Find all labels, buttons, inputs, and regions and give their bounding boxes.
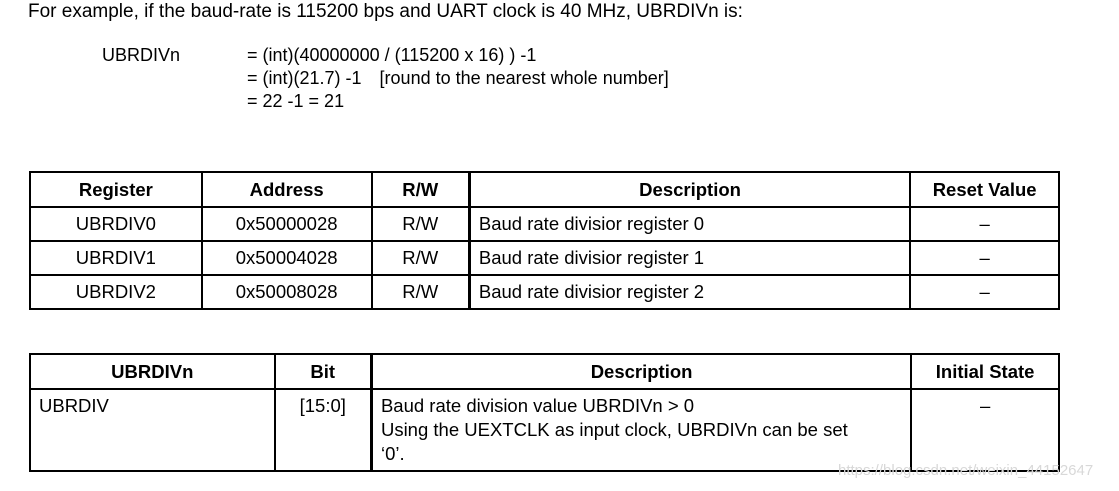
- table-row: UBRDIV2 0x50008028 R/W Baud rate divisio…: [29, 274, 1060, 310]
- header-description: Description: [467, 171, 912, 208]
- table-row: UBRDIV0 0x50000028 R/W Baud rate divisio…: [29, 206, 1060, 242]
- cell-rw: R/W: [370, 274, 471, 310]
- cell-address: 0x50008028: [200, 274, 373, 310]
- header-initial-state: Initial State: [910, 353, 1060, 390]
- cell-register: UBRDIV1: [29, 240, 203, 276]
- watermark: https://blog.csdn.net/weixin_44152647: [838, 462, 1094, 479]
- cell-address: 0x50004028: [200, 240, 373, 276]
- cell-reset-value: –: [909, 206, 1060, 242]
- table-header-row: Register Address R/W Description Reset V…: [29, 171, 1060, 208]
- bit-table: UBRDIVn Bit Description Initial State UB…: [29, 353, 1060, 472]
- formula-line: = (int)(40000000 / (115200 x 16) ) -1: [247, 45, 537, 65]
- cell-rw: R/W: [370, 240, 471, 276]
- register-table: Register Address R/W Description Reset V…: [29, 171, 1060, 310]
- cell-description: Baud rate divisior register 2: [467, 274, 912, 310]
- header-address: Address: [200, 171, 373, 208]
- cell-bit: [15:0]: [273, 388, 373, 472]
- header-description: Description: [369, 353, 913, 390]
- cell-initial-state: –: [910, 388, 1060, 472]
- cell-register: UBRDIV0: [29, 206, 203, 242]
- cell-address: 0x50000028: [200, 206, 373, 242]
- table-row: UBRDIV1 0x50004028 R/W Baud rate divisio…: [29, 240, 1060, 276]
- cell-register: UBRDIV2: [29, 274, 203, 310]
- formula-note: [round to the nearest whole number]: [379, 68, 669, 88]
- header-ubrdivn: UBRDIVn: [29, 353, 276, 390]
- header-bit: Bit: [273, 353, 373, 390]
- header-rw: R/W: [370, 171, 471, 208]
- formula-label: UBRDIVn: [102, 45, 181, 65]
- cell-field: UBRDIV: [29, 388, 276, 472]
- header-reset-value: Reset Value: [909, 171, 1060, 208]
- table-header-row: UBRDIVn Bit Description Initial State: [29, 353, 1060, 390]
- intro-text: For example, if the baud-rate is 115200 …: [28, 1, 743, 22]
- description-line: Using the UEXTCLK as input clock, UBRDIV…: [380, 419, 848, 440]
- formula-lines: = (int)(40000000 / (115200 x 16) ) -1 = …: [247, 44, 669, 113]
- cell-description: Baud rate division value UBRDIVn > 0 Usi…: [369, 388, 913, 472]
- formula-line: = 22 -1 = 21: [247, 91, 345, 111]
- cell-description: Baud rate divisior register 0: [467, 206, 912, 242]
- table-row: UBRDIV [15:0] Baud rate division value U…: [29, 388, 1060, 472]
- cell-reset-value: –: [909, 240, 1060, 276]
- header-register: Register: [29, 171, 203, 208]
- cell-description: Baud rate divisior register 1: [467, 240, 912, 276]
- cell-rw: R/W: [370, 206, 471, 242]
- cell-reset-value: –: [909, 274, 1060, 310]
- formula-line: = (int)(21.7) -1[round to the nearest wh…: [247, 68, 669, 88]
- description-line: ‘0’.: [380, 443, 405, 464]
- description-line: Baud rate division value UBRDIVn > 0: [380, 395, 695, 416]
